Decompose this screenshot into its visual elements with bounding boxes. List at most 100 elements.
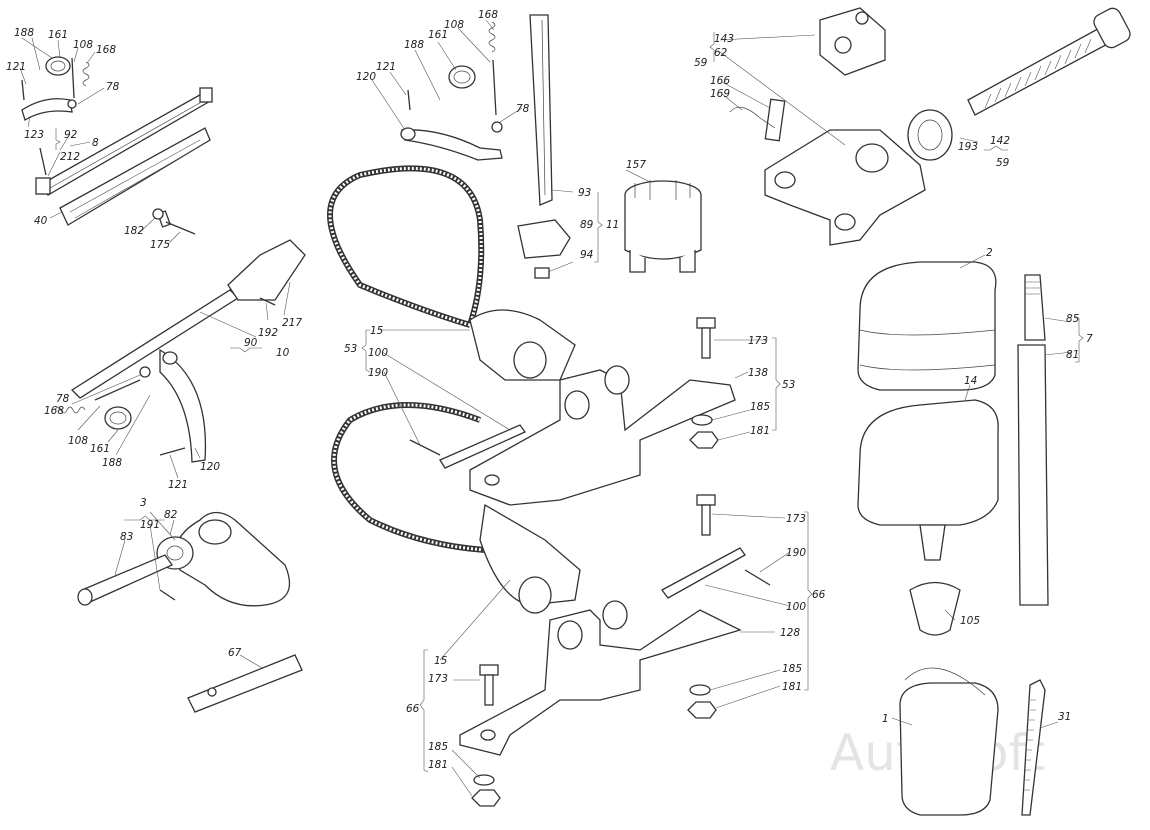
- label-192: 192: [258, 327, 278, 339]
- label-3: 3: [140, 497, 147, 509]
- pin-108b: [492, 59, 497, 116]
- label-181b: 181: [782, 681, 802, 693]
- label-173a: 173: [748, 335, 768, 347]
- label-108b: 108: [444, 19, 464, 31]
- label-143: 143: [714, 33, 734, 45]
- bolt-173a: [701, 327, 711, 359]
- shackle-82: [174, 511, 291, 607]
- nut-181b: [687, 701, 717, 719]
- shackle-assembly: [77, 511, 291, 607]
- nut-181c: [471, 789, 501, 807]
- label-182: 182: [124, 225, 144, 237]
- label-31: 31: [1058, 711, 1071, 723]
- label-157: 157: [626, 159, 646, 171]
- part-labels: 188 161 108 168 121 78 123 92 8 212 40 1…: [6, 9, 1093, 771]
- rod-93: [529, 14, 553, 206]
- washer-161b: [448, 65, 476, 89]
- label-121c: 121: [168, 479, 188, 491]
- label-191: 191: [140, 519, 160, 531]
- washer-78c: [139, 366, 151, 378]
- label-138: 138: [748, 367, 768, 379]
- label-168b: 168: [478, 9, 498, 21]
- label-100b: 100: [786, 601, 806, 613]
- label-62: 62: [714, 47, 728, 59]
- label-92: 92: [64, 129, 78, 141]
- label-121a: 121: [6, 61, 26, 73]
- label-81: 81: [1066, 349, 1079, 361]
- bracket-123: [21, 98, 73, 121]
- washer-185a: [691, 414, 713, 426]
- washer-78a: [67, 99, 77, 109]
- washer-161c: [104, 406, 132, 430]
- label-67: 67: [228, 647, 242, 659]
- label-120a: 120: [356, 71, 376, 83]
- screw-142: [967, 24, 1116, 116]
- label-59a: 59: [694, 57, 708, 69]
- label-66b: 66: [406, 703, 420, 715]
- pin-121c: [159, 447, 186, 456]
- bolt-173c: [484, 674, 494, 706]
- saw-handle-end: [199, 87, 213, 103]
- label-8: 8: [92, 137, 99, 149]
- pin-108a: [71, 57, 75, 99]
- pin-100a: [439, 424, 526, 469]
- clamp-assembly: [729, 7, 1131, 246]
- nut-193: [907, 109, 953, 161]
- handle-90: [70, 289, 240, 399]
- lever-assembly-lower: [54, 348, 207, 463]
- label-168a: 168: [96, 44, 116, 56]
- saw-blade: [59, 127, 211, 226]
- label-89: 89: [580, 219, 594, 231]
- saw-clamp: [35, 177, 51, 195]
- label-217: 217: [282, 317, 302, 329]
- cable-eye-15b: [479, 503, 581, 606]
- pin-108c: [94, 379, 141, 401]
- label-40: 40: [34, 215, 48, 227]
- saw-assembly: [21, 56, 214, 235]
- bracket-128: [459, 609, 742, 756]
- label-120b: 120: [200, 461, 220, 473]
- label-181c: 181: [428, 759, 448, 771]
- bracket-138: [469, 369, 736, 506]
- washer-78b: [491, 121, 503, 133]
- container-2: [857, 261, 997, 391]
- funnel-105: [909, 581, 961, 636]
- label-188a: 188: [14, 27, 34, 39]
- fitting-85: [1024, 274, 1046, 341]
- label-94: 94: [580, 249, 593, 261]
- nut-181a: [689, 431, 719, 449]
- label-59b: 59: [996, 157, 1010, 169]
- label-168c: 168: [44, 405, 64, 417]
- label-100a: 100: [368, 347, 388, 359]
- label-11: 11: [606, 219, 619, 231]
- label-83: 83: [120, 531, 133, 543]
- label-188c: 188: [102, 457, 122, 469]
- label-185c: 185: [428, 741, 448, 753]
- cable-lower: [331, 402, 486, 553]
- label-2: 2: [986, 247, 993, 259]
- label-66a: 66: [812, 589, 826, 601]
- label-15b: 15: [434, 655, 448, 667]
- pin-121a: [21, 79, 25, 101]
- label-181a: 181: [750, 425, 770, 437]
- washer-185b: [689, 684, 711, 696]
- label-161c: 161: [90, 443, 110, 455]
- containers: [857, 261, 1049, 816]
- label-161b: 161: [428, 29, 448, 41]
- cotter-169: [729, 106, 776, 129]
- label-108c: 108: [68, 435, 88, 447]
- label-7: 7: [1086, 333, 1093, 345]
- lever-assembly: [400, 21, 503, 161]
- bucket-1: [899, 682, 999, 816]
- scraper-assembly: [70, 239, 306, 399]
- tube-81: [1017, 344, 1049, 606]
- leader-lines: [19, 19, 1073, 797]
- washer-161a: [45, 56, 71, 76]
- label-1: 1: [882, 713, 889, 725]
- label-173b: 173: [786, 513, 806, 525]
- label-166: 166: [710, 75, 730, 87]
- label-93: 93: [578, 187, 591, 199]
- lever-120b: [159, 348, 207, 463]
